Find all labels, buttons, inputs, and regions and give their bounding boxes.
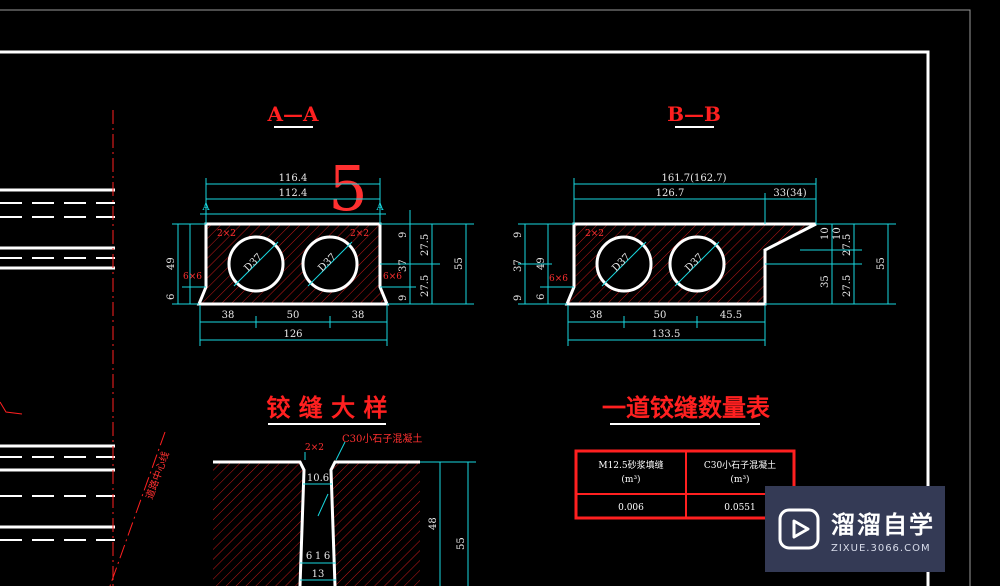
hinge-width-total: 13 <box>312 569 325 580</box>
sec-a-h-left-49: 49 <box>166 257 177 270</box>
sec-b-h-right-10a: 10 <box>820 227 831 240</box>
sec-b-h-right-35: 35 <box>820 275 831 288</box>
sec-b-h-left-9: 9 <box>513 232 524 238</box>
table-col2-value: 0.0551 <box>724 503 756 513</box>
sec-b-dim-top2b: 33(34) <box>773 188 806 199</box>
sec-b-dim-bottom-right: 45.5 <box>720 310 742 321</box>
sec-b-side-left: 6×6 <box>549 274 568 284</box>
sec-b-chamfer-left: 2×2 <box>585 229 604 239</box>
sec-a-chamfer-right: 2×2 <box>350 229 369 239</box>
hinge-detail-drawing <box>213 460 420 586</box>
sec-a-dim-top2: 112.4 <box>279 188 308 199</box>
sec-a-dim-bottom-mid: 50 <box>287 310 300 321</box>
big-number-5: 5 <box>328 152 367 225</box>
sec-a-h-right-55: 55 <box>454 257 465 270</box>
quantity-table-title: 一道铰缝数量表 <box>602 393 771 422</box>
left-plan-lanes <box>0 188 115 541</box>
sec-a-chamfer-left: 2×2 <box>217 229 236 239</box>
hinge-dimensions <box>300 441 476 586</box>
sec-b-dim-bottom-total: 133.5 <box>652 329 681 340</box>
sec-a-h-right-275a: 27.5 <box>420 234 431 256</box>
sec-b-h-left-9b: 9 <box>513 295 524 301</box>
table-col2-unit: (m³) <box>730 474 749 485</box>
sec-b-dim-top1: 161.7(162.7) <box>661 173 726 184</box>
sec-a-h-right-37: 37 <box>398 259 409 272</box>
section-a-dimensions <box>172 178 474 346</box>
hinge-width-c: 6 <box>324 551 330 562</box>
sec-b-h-right-55: 55 <box>876 257 887 270</box>
sec-a-side-right: 6×6 <box>383 272 402 282</box>
sec-a-dim-bottom-right: 38 <box>352 310 365 321</box>
table-col1-unit: (m³) <box>621 474 640 485</box>
brand-name: 溜溜自学 <box>831 510 935 539</box>
quantity-table <box>574 449 796 520</box>
road-centerline-diagonal <box>109 431 166 586</box>
sec-a-h-right-9a: 9 <box>398 232 409 238</box>
sec-a-h-right-275b: 27.5 <box>420 275 431 297</box>
section-a-title: A—A <box>266 102 319 126</box>
hinge-width-top: 10.6 <box>307 473 329 484</box>
sec-a-dim-bottom-total: 126 <box>283 329 302 340</box>
sec-a-h-left-6: 6 <box>166 294 177 300</box>
sec-b-dim-top2a: 126.7 <box>656 188 685 199</box>
table-col1-header: M12.5砂浆填缝 <box>598 459 663 471</box>
hinge-material: C30小石子混凝土 <box>342 432 422 445</box>
sec-b-h-right-275b: 27.5 <box>842 275 853 297</box>
hinge-width-a: 6 <box>306 551 312 562</box>
hinge-width-b: 1 <box>315 551 321 562</box>
sec-b-h-right-275a: 27.5 <box>842 234 853 256</box>
sec-b-h-left-37: 37 <box>513 259 524 272</box>
hinge-h-55: 55 <box>456 537 467 550</box>
table-col2-header: C30小石子混凝土 <box>704 459 776 471</box>
watermark-badge: 溜溜自学 ZIXUE.3066.COM <box>765 486 945 572</box>
play-logo-icon <box>778 508 820 550</box>
sec-a-small-a2: A <box>375 202 384 213</box>
sec-b-dim-bottom-left: 38 <box>590 310 603 321</box>
sec-b-h-right-10b: 10 <box>832 227 843 240</box>
road-centerline-label: 道路中心线 <box>143 450 172 501</box>
section-b-title: B—B <box>667 102 721 126</box>
sec-b-h-left-49: 49 <box>536 257 547 270</box>
brand-url: ZIXUE.3066.COM <box>831 542 931 554</box>
hinge-chamfer: 2×2 <box>305 443 324 453</box>
sec-a-dim-bottom-left: 38 <box>222 310 235 321</box>
hinge-detail-title: 铰 缝 大 样 <box>266 393 387 422</box>
sec-a-dim-top1: 116.4 <box>279 173 308 184</box>
sec-b-h-left-6: 6 <box>536 294 547 300</box>
sec-b-dim-bottom-mid: 50 <box>654 310 667 321</box>
table-col1-value: 0.006 <box>618 503 644 513</box>
section-b-dimensions <box>518 178 896 346</box>
hinge-h-48: 48 <box>428 517 439 530</box>
outer-frame <box>0 9 971 586</box>
inner-frame <box>0 50 930 586</box>
left-arrow-mark <box>0 401 23 415</box>
sec-a-h-right-9b: 9 <box>398 295 409 301</box>
sec-a-small-a1: A <box>201 202 210 213</box>
sec-a-side-left: 6×6 <box>183 272 202 282</box>
